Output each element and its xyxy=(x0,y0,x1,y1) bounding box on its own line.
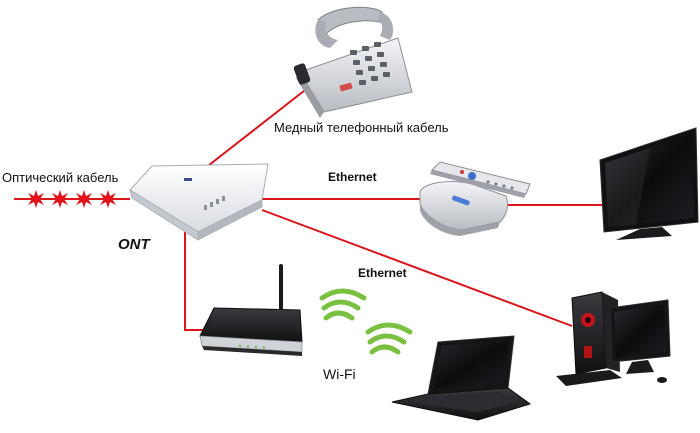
flat-tv-icon xyxy=(599,127,699,240)
remote-control-icon xyxy=(430,161,531,198)
ethernet-stb-label: Ethernet xyxy=(328,170,377,184)
wifi-router-icon xyxy=(199,264,303,356)
optical-cable-label: Оптический кабель xyxy=(2,170,119,185)
copper-cable-label: Медный телефонный кабель xyxy=(274,120,449,135)
wifi-label: Wi-Fi xyxy=(323,366,356,382)
desk-telephone-icon xyxy=(293,6,413,118)
set-top-box-icon xyxy=(419,181,509,236)
optical-star-icon xyxy=(52,190,68,208)
desktop-computer-icon xyxy=(556,291,671,386)
cables xyxy=(14,79,606,331)
optical-star-icon xyxy=(76,190,92,208)
optical-star-icon xyxy=(28,190,44,208)
optical-star-icon xyxy=(100,190,116,208)
wifi-signal-left-icon xyxy=(319,288,367,321)
router-cable-line xyxy=(184,232,205,331)
ont-label: ONT xyxy=(118,236,150,253)
optical-stars xyxy=(28,190,116,208)
ethernet-line-pc xyxy=(261,209,573,327)
ethernet-pc-label: Ethernet xyxy=(358,266,407,280)
copper-cable-line xyxy=(194,79,319,177)
laptop-icon xyxy=(391,335,532,421)
wifi-signal-right-icon xyxy=(365,322,413,355)
ont-terminal-icon xyxy=(129,163,269,241)
